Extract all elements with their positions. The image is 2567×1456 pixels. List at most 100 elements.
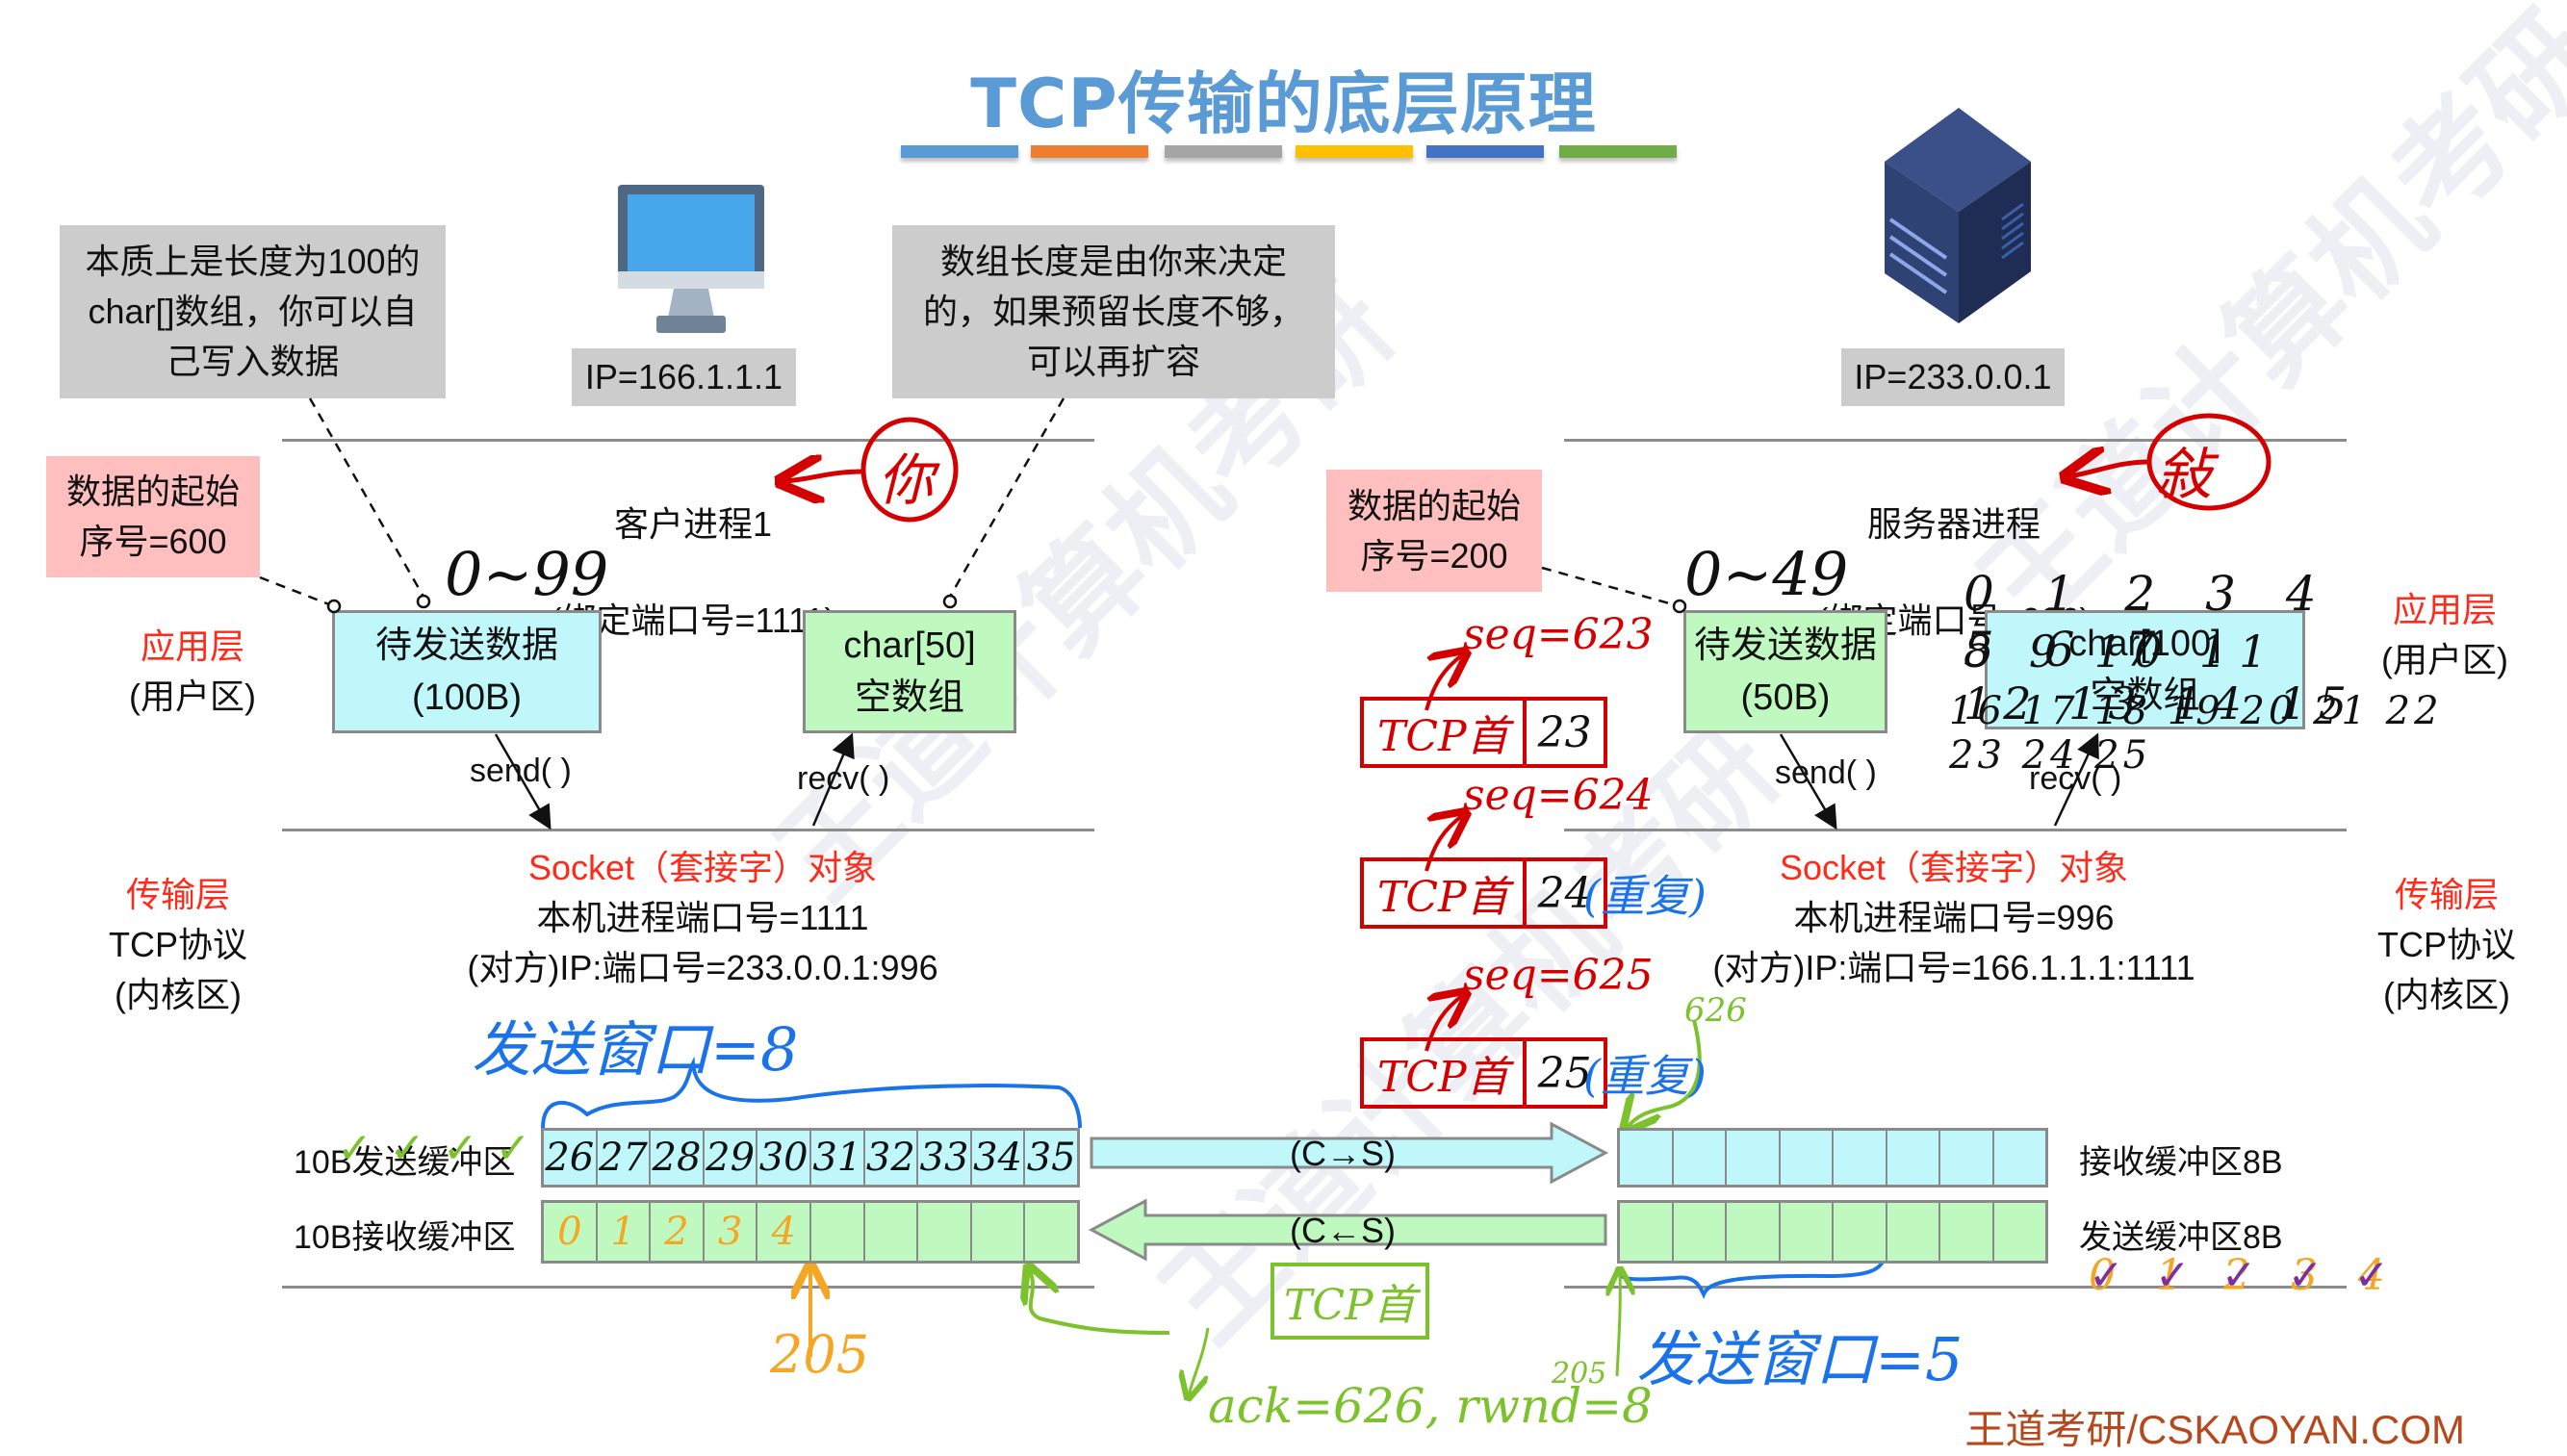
computer-monitor-icon <box>618 185 764 333</box>
divider-line <box>282 829 1094 831</box>
connector-dot <box>1672 599 1687 614</box>
color-bar <box>901 145 1018 158</box>
layer-name: 应用层 <box>2392 590 2497 629</box>
hand-arrow <box>784 472 864 481</box>
segment-header: TCP首 <box>1364 1041 1527 1105</box>
ack-checkmarks: ✓✓✓✓ <box>337 1125 549 1172</box>
buffer-cell: 27 <box>598 1131 652 1185</box>
client-send-window-note: 发送窗口=8 <box>472 1014 799 1085</box>
note-left: 本质上是长度为100的 char[]数组，你可以自 己写入数据 <box>60 225 446 398</box>
overlay-digits: 8 9 10 11 12 13 14 15 <box>1964 626 2358 729</box>
segment-seq: seq=624 <box>1463 771 1654 820</box>
server-send-pointer-arrow <box>1617 1272 1620 1377</box>
server-start-seq: 数据的起始 序号=200 <box>1326 470 1542 592</box>
connector-dot <box>416 594 431 609</box>
divider-line <box>1564 1286 2347 1289</box>
divider-line <box>282 1286 1094 1289</box>
recv-arrow <box>811 732 855 827</box>
buffer-cell: 0 <box>544 1203 598 1261</box>
server-recv-buffer-label: 接收缓冲区8B <box>2079 1144 2283 1181</box>
server-recv-call: recv( ) <box>2029 760 2122 797</box>
color-bar <box>1165 145 1282 158</box>
server-data-range: 0~49 <box>1684 539 1849 609</box>
ack-arrow <box>1030 1270 1170 1335</box>
connector-dot <box>326 599 342 614</box>
segment-seq: seq=623 <box>1463 610 1654 659</box>
server-send-buffer-label: 发送缓冲区8B <box>2079 1219 2283 1256</box>
buffer-cell <box>811 1203 865 1261</box>
buffer-cell: 30 <box>757 1131 811 1185</box>
channel-arrow-c-to-s <box>1090 1121 1609 1185</box>
box-line: char[100] <box>2068 624 2221 664</box>
buffer-cell <box>1940 1131 1994 1185</box>
socket-local-port: 本机进程端口号=996 <box>1793 898 2115 937</box>
send-window-brace <box>1615 1256 1887 1299</box>
buffer-cell: 3 <box>705 1203 758 1261</box>
client-hand-tag: 你 <box>878 447 935 513</box>
hand-arrow <box>2069 462 2150 476</box>
server-recv-array-box: char[100] 空数组 <box>1985 610 2305 729</box>
layer-name: 应用层 <box>140 626 244 666</box>
overlay-digits: 16 17 18 19 20 21 22 23 24 25 <box>1949 689 2443 778</box>
dashed-connector <box>259 575 335 608</box>
send-window-brace <box>541 1056 1082 1129</box>
server-send-data-box: 待发送数据 (50B) <box>1683 610 1887 733</box>
seq-arrow <box>1425 815 1463 872</box>
buffer-cell: 4 <box>757 1203 811 1261</box>
box-line: 空数组 <box>854 677 964 718</box>
segment-note: (重复) <box>1583 870 1707 922</box>
socket-local-port: 本机进程端口号=1111 <box>536 898 869 937</box>
channel-c-from-s: (C←S) <box>1290 1211 1396 1250</box>
page-title: TCP传输的底层原理 <box>970 64 1597 143</box>
channel-c-to-s: (C→S) <box>1290 1134 1396 1173</box>
server-recv-pointer-note: 626 <box>1684 991 1747 1030</box>
server-hand-tag: 敍 <box>2156 442 2213 507</box>
buffer-cell <box>1887 1131 1940 1185</box>
segment-note: (重复) <box>1583 1050 1707 1102</box>
channel-arrow-s-to-c <box>1088 1198 1607 1262</box>
server-socket: Socket（套接字）对象 本机进程端口号=996 (对方)IP:端口号=166… <box>1636 843 2272 993</box>
note-right: 数组长度是由你来决定 的，如果预留长度不够， 可以再扩容 <box>892 225 1335 398</box>
server-send-buffer <box>1617 1200 2048 1264</box>
buffer-cell: 28 <box>651 1131 705 1185</box>
server-send-pointer-note: 205 <box>1552 1357 1607 1391</box>
layer-sub: (用户区) <box>2381 640 2508 679</box>
buffer-cell <box>1994 1203 2046 1261</box>
ack-detail-arrow <box>1189 1327 1210 1395</box>
buffer-cell <box>1674 1131 1727 1185</box>
color-bar <box>1559 145 1677 158</box>
segment-seq: seq=625 <box>1463 951 1654 1000</box>
client-recv-buffer-label: 10B接收缓冲区 <box>294 1219 516 1256</box>
dashed-connector <box>1541 566 1681 608</box>
server-send-window-note: 发送窗口=5 <box>1636 1324 1964 1394</box>
buffer-cell <box>1620 1131 1674 1185</box>
divider-line <box>282 439 1094 442</box>
segment-payload: 23 <box>1537 707 1592 757</box>
box-line: 待发送数据 <box>1693 626 1877 666</box>
layer-name: 传输层 <box>2394 875 2499 914</box>
layer-sub: (内核区) <box>2383 975 2510 1014</box>
client-socket: Socket（套接字）对象 本机进程端口号=1111 (对方)IP:端口号=23… <box>385 843 1020 993</box>
dashed-connector <box>948 397 1065 598</box>
box-line: (50B) <box>1740 677 1831 718</box>
client-send-buffer-label: 10B发送缓冲区 <box>294 1144 516 1181</box>
overlay-row: 8 9 10 11 12 13 14 15 <box>1964 626 2368 729</box>
client-data-range: 0~99 <box>445 539 609 609</box>
overlay-row: 16 17 18 19 20 21 22 23 24 25 <box>1949 689 2488 778</box>
box-line: 空数组 <box>2090 676 2200 716</box>
ack-segment-fields: ack=626, rwnd=8 <box>1208 1378 1653 1434</box>
buffer-cell: 32 <box>865 1131 919 1185</box>
layer-sub: TCP协议 <box>108 925 247 964</box>
buffer-cell <box>1781 1131 1834 1185</box>
buffer-cell: 1 <box>598 1203 652 1261</box>
buffer-cell <box>1994 1131 2046 1185</box>
socket-remote: (对方)IP:端口号=166.1.1.1:1111 <box>1712 948 2195 987</box>
client-recv-array-box: char[50] 空数组 <box>803 610 1016 733</box>
socket-title: Socket（套接字）对象 <box>527 848 878 887</box>
buffer-cell: 33 <box>918 1131 972 1185</box>
server-icon <box>1885 108 2031 323</box>
